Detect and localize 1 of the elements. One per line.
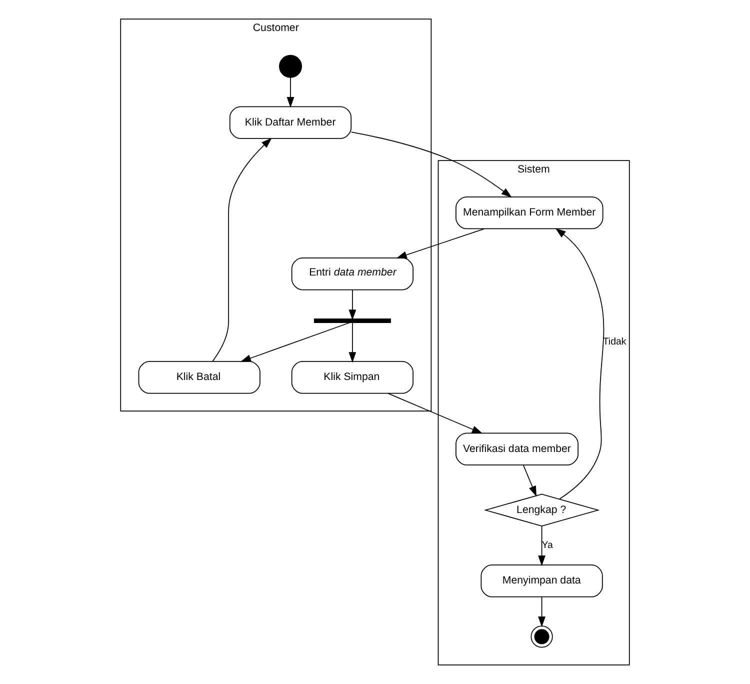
edge-label: Ya [542,540,553,551]
